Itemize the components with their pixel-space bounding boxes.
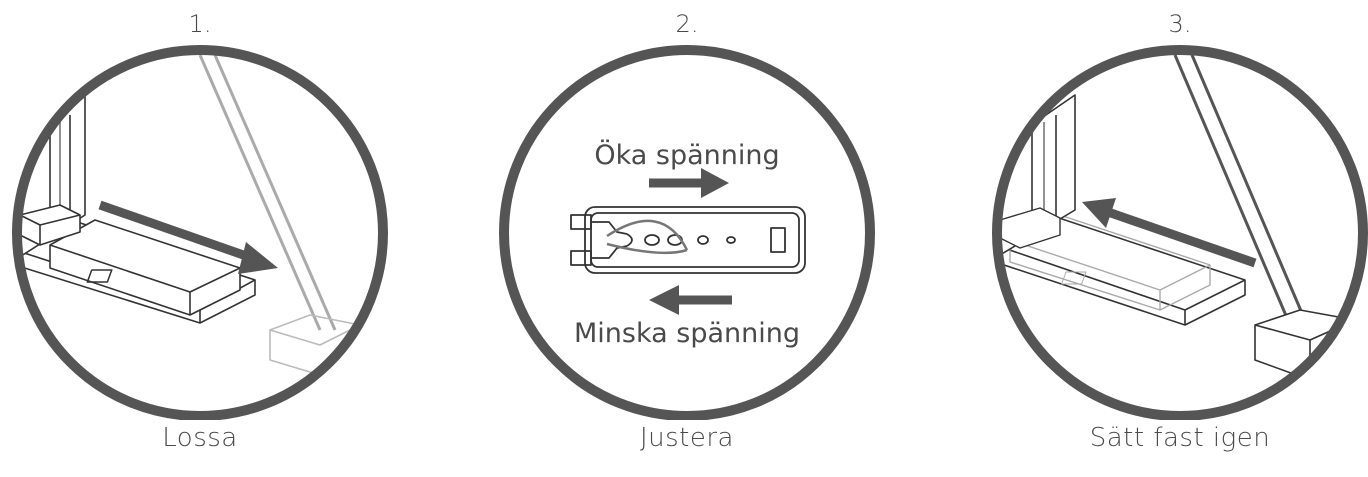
step-1-illustration xyxy=(12,45,388,420)
step-caption: Lossa xyxy=(162,423,238,453)
arrow-loosen-icon xyxy=(98,200,278,274)
ring xyxy=(12,45,388,420)
step-number: 2. xyxy=(675,10,699,38)
step-2-illustration: Öka spänning xyxy=(499,45,875,420)
tension-clamp-icon xyxy=(570,206,806,274)
step-3-illustration xyxy=(992,45,1368,420)
ring xyxy=(992,45,1368,420)
step-2: 2. Öka spänning xyxy=(487,0,887,477)
decrease-tension-label: Minska spänning xyxy=(574,318,800,349)
step-3: 3. xyxy=(980,0,1368,477)
arrow-right-icon xyxy=(649,168,729,198)
step-caption: Justera xyxy=(639,423,734,453)
increase-tension-label: Öka spänning xyxy=(594,139,779,171)
arrow-left-icon xyxy=(649,285,732,315)
step-caption: Sätt fast igen xyxy=(1089,423,1271,453)
step-number: 3. xyxy=(1168,10,1192,38)
step-1: 1. xyxy=(0,0,400,477)
step-number: 1. xyxy=(188,10,212,38)
ring xyxy=(499,45,875,420)
arrow-refasten-icon xyxy=(1082,198,1257,268)
